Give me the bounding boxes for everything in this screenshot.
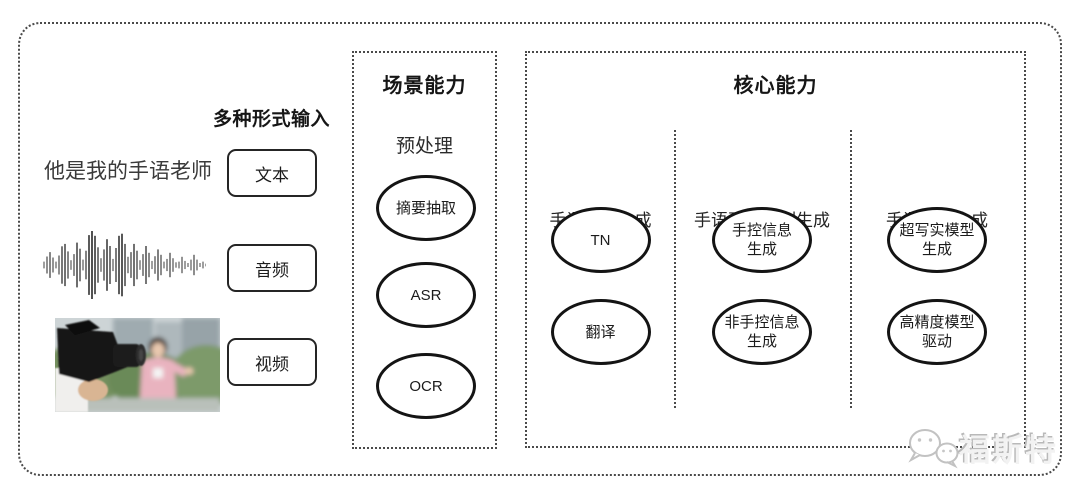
input-type-text-label: 文本 <box>255 165 289 185</box>
video-thumbnail-image <box>55 318 220 412</box>
node-tn: TN <box>550 207 651 273</box>
scene-box-title: 场景能力 <box>382 75 467 97</box>
column-divider <box>674 130 676 408</box>
node-label: TN <box>590 231 611 249</box>
node-label: OCR <box>409 377 443 395</box>
column-sign-element-sequence-generation: 手语要素序列生成 手控信息 生成 非手控信息 生成 <box>674 53 850 446</box>
input-type-audio-label: 音频 <box>255 260 289 280</box>
input-type-audio-box: 音频 <box>227 244 317 292</box>
scene-capability-box: 场景能力 预处理 摘要抽取 ASR OCR <box>352 51 497 449</box>
node-label: 超写实模型 生成 <box>899 222 975 258</box>
node-manual-info-generation: 手控信息 生成 <box>712 207 812 273</box>
node-label: 手控信息 生成 <box>731 222 792 258</box>
wechat-icon <box>908 429 959 469</box>
node-label: ASR <box>410 286 442 304</box>
input-type-video-label: 视频 <box>255 354 289 374</box>
input-text-sample: 他是我的手语老师 <box>44 160 212 183</box>
audio-waveform-image <box>43 231 206 299</box>
node-ocr: OCR <box>376 353 476 419</box>
input-type-video-box: 视频 <box>227 338 317 386</box>
node-label: 摘要抽取 <box>395 199 456 217</box>
scene-box-subtitle: 预处理 <box>395 136 453 157</box>
input-type-text-box: 文本 <box>227 149 317 197</box>
node-high-precision-model-driving: 高精度模型 驱动 <box>887 299 987 365</box>
node-label: 高精度模型 驱动 <box>899 314 975 350</box>
core-box-title: 核心能力 <box>733 75 818 97</box>
column-sign-video-generation: 手语视频生成 超写实模型 生成 高精度模型 驱动 <box>850 53 1024 446</box>
node-label: 非手控信息 生成 <box>724 314 800 350</box>
watermark: 福斯特 <box>901 424 1058 470</box>
input-section-title: 多种形式输入 <box>213 109 331 130</box>
column-sign-text-generation: 手语文本生成 TN 翻译 <box>527 53 674 446</box>
node-non-manual-info-generation: 非手控信息 生成 <box>712 299 812 365</box>
watermark-text: 福斯特 <box>959 432 1058 468</box>
node-asr: ASR <box>376 262 476 328</box>
outer-dashed-border <box>18 22 1062 476</box>
node-translation: 翻译 <box>550 299 651 365</box>
node-label: 翻译 <box>585 323 616 341</box>
node-hyperrealistic-model-generation: 超写实模型 生成 <box>887 207 987 273</box>
column-divider <box>850 130 852 408</box>
node-summary-extraction: 摘要抽取 <box>376 175 476 241</box>
core-capability-box: 核心能力 手语文本生成 TN 翻译 手语要素序列生成 手控信息 生成 非手控信息… <box>525 51 1026 448</box>
